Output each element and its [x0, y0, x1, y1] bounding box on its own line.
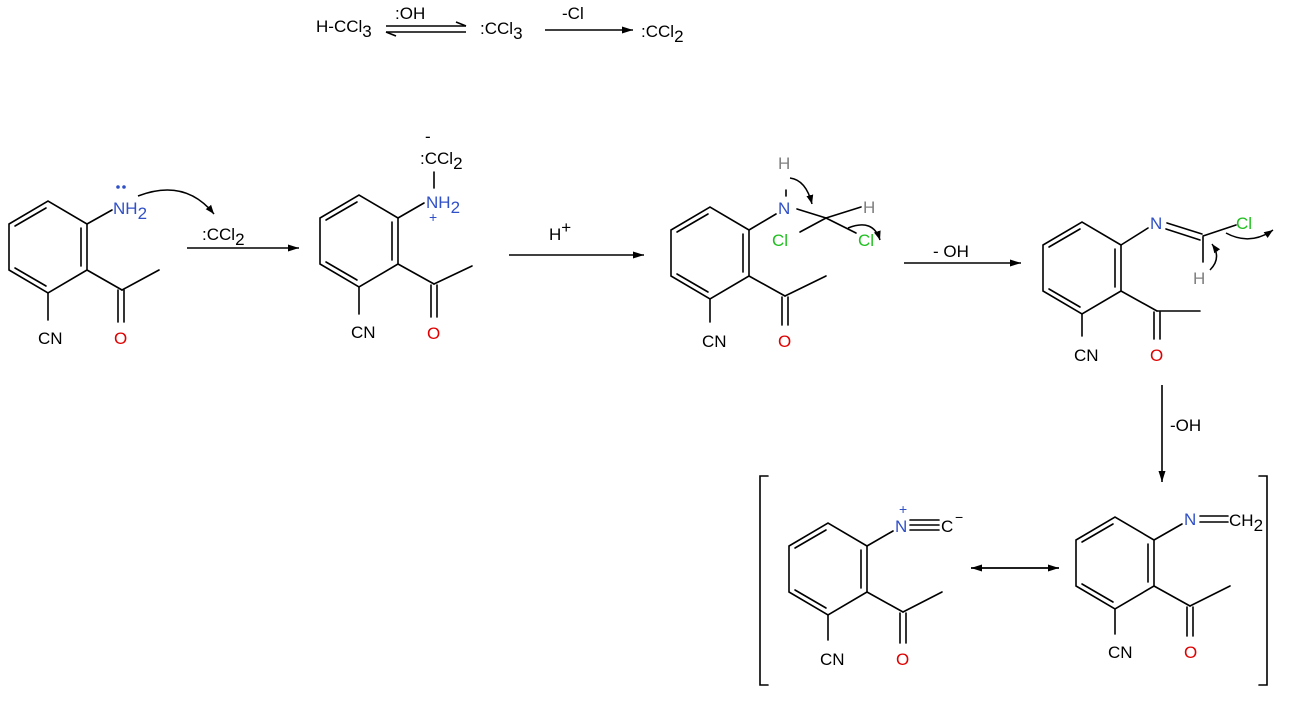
ammonium-positive-charge: + [429, 209, 437, 225]
nitrile-group: CN [351, 323, 376, 342]
benzene-ring [1075, 516, 1155, 610]
imine-hydrogen: H [1193, 269, 1205, 288]
dichlorocarbene-label: :CCl2 [641, 22, 684, 46]
isocyanide-carbon: C [941, 517, 953, 536]
step-1-reagent: :CCl2 [202, 225, 245, 249]
hydroxide-reagent-label: :OH [395, 4, 425, 23]
nitrile-group: CN [1074, 346, 1099, 365]
imine-nitrogen: N [1184, 510, 1196, 529]
methylene-group: CH2 [1229, 511, 1263, 535]
molecule-6-methylene-imine: N CH2 O CN [1075, 510, 1263, 662]
step-4-reagent: -OH [1170, 416, 1201, 435]
nitrile-group: CN [38, 329, 63, 348]
nitrogen-positive-charge: + [899, 501, 907, 517]
carbonyl-oxygen: O [778, 332, 791, 351]
chlorine-atom: Cl [1236, 214, 1252, 233]
imine-nitrogen: N [1150, 214, 1162, 233]
equilibrium-arrow [385, 21, 467, 37]
step-3-arrow-group: - OH [904, 242, 1021, 267]
right-bracket [1258, 475, 1268, 686]
molecule-2-ammonium-adduct: NH2 + :CCl2 - O CN [319, 127, 473, 343]
carbonyl-oxygen: O [427, 324, 440, 343]
benzene-ring [788, 522, 868, 616]
molecule-1-aminoacetophenone: NH2 O CN [8, 185, 215, 348]
carbonyl-oxygen: O [1184, 643, 1197, 662]
nucleophilic-attack-curly-arrow [137, 189, 215, 215]
carbene-formation-equation: H-CCl3 :OH :CCl3 -Cl :CCl2 [316, 4, 684, 46]
nitrile-group: CN [702, 332, 727, 351]
step-2-reagent: H+ [549, 218, 571, 244]
proton-elimination-curly-arrow [1209, 243, 1221, 271]
carbonyl-oxygen: O [1150, 346, 1163, 365]
benzene-ring [8, 200, 88, 294]
step-3-reagent: - OH [933, 242, 969, 261]
chlorine-atom: Cl [858, 231, 874, 250]
amine-nitrogen: N [778, 199, 790, 218]
lone-pair-dot [116, 185, 120, 189]
trichloromethyl-anion-label: :CCl3 [480, 19, 523, 43]
chloride-departure-curly-arrow [847, 224, 881, 241]
chlorine-atom: Cl [772, 231, 788, 250]
carbonyl-oxygen: O [896, 650, 909, 669]
nitrile-group: CN [1108, 643, 1133, 662]
molecule-5-isocyanide: N + C − O CN [788, 501, 963, 669]
step-4-arrow-group: -OH [1158, 385, 1201, 482]
carbanion-dichlorocarbon: :CCl2 [420, 149, 463, 173]
chloroform-label: H-CCl3 [316, 17, 372, 41]
methine-hydrogen: H [863, 198, 875, 217]
step-1-arrow-group: :CCl2 [187, 225, 299, 252]
benzene-ring [1042, 221, 1122, 315]
carbon-negative-charge: − [955, 509, 963, 525]
molecule-4-chloro-imine: N Cl H O CN [1042, 214, 1274, 365]
benzene-ring [319, 194, 399, 288]
chloride-loss-label: -Cl [562, 4, 584, 23]
amine-group: NH2 [113, 199, 147, 223]
molecule-3-dichloromethyl-amine: N H H Cl Cl O CN [670, 154, 881, 351]
chloride-leaving-curly-arrow [1225, 229, 1274, 240]
ammonium-group: NH2 [426, 193, 460, 217]
carbonyl-oxygen: O [114, 329, 127, 348]
nitrile-group: CN [820, 650, 845, 669]
amine-hydrogen: H [778, 154, 790, 173]
step-2-arrow-group: H+ [509, 218, 644, 259]
proton-transfer-curly-arrow [789, 177, 814, 205]
benzene-ring [670, 206, 750, 300]
isocyanide-nitrogen: N [895, 517, 907, 536]
lone-pair-dot [122, 185, 126, 189]
left-bracket [759, 475, 769, 686]
carbanion-negative-charge: - [425, 127, 431, 146]
